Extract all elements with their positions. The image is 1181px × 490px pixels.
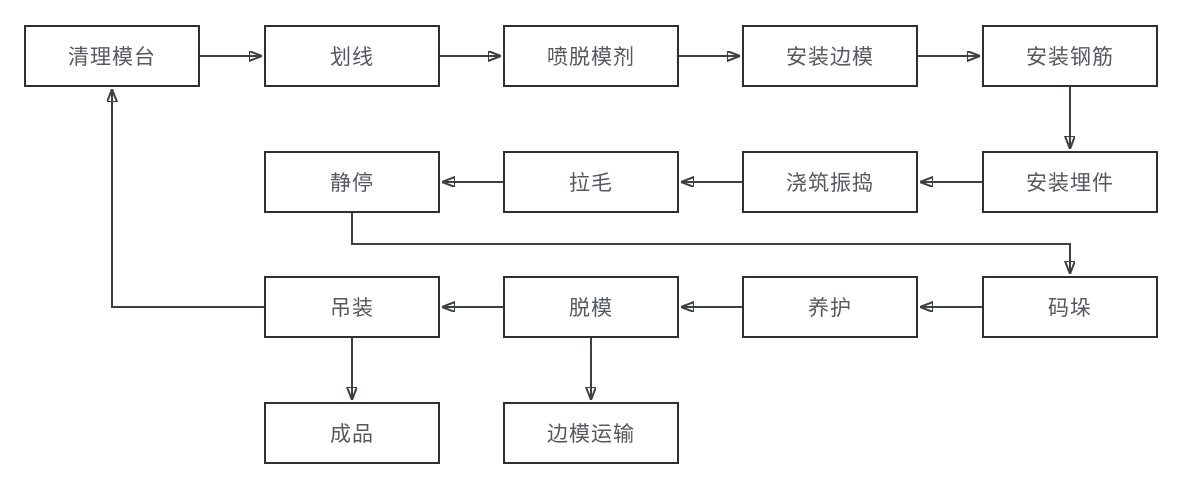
edge-hoisting-to-clean-mold-table	[112, 90, 264, 308]
node-pour-and-vibrate: 浇筑振捣	[742, 151, 918, 213]
node-install-rebar: 安装钢筋	[982, 25, 1158, 87]
node-roughening: 拉毛	[503, 151, 679, 213]
node-resting: 静停	[264, 151, 440, 213]
node-hoisting: 吊装	[264, 276, 440, 338]
node-side-form-transport: 边模运输	[503, 402, 679, 464]
node-finished-product: 成品	[264, 402, 440, 464]
edge-resting-to-stacking	[351, 213, 1070, 273]
node-install-embeds: 安装埋件	[982, 151, 1158, 213]
node-marking: 划线	[264, 25, 440, 87]
node-clean-mold-table: 清理模台	[24, 25, 200, 87]
node-stacking: 码垛	[982, 276, 1158, 338]
node-spray-release-agent: 喷脱模剂	[503, 25, 679, 87]
node-demolding: 脱模	[503, 276, 679, 338]
node-install-side-forms: 安装边模	[742, 25, 918, 87]
node-curing: 养护	[742, 276, 918, 338]
